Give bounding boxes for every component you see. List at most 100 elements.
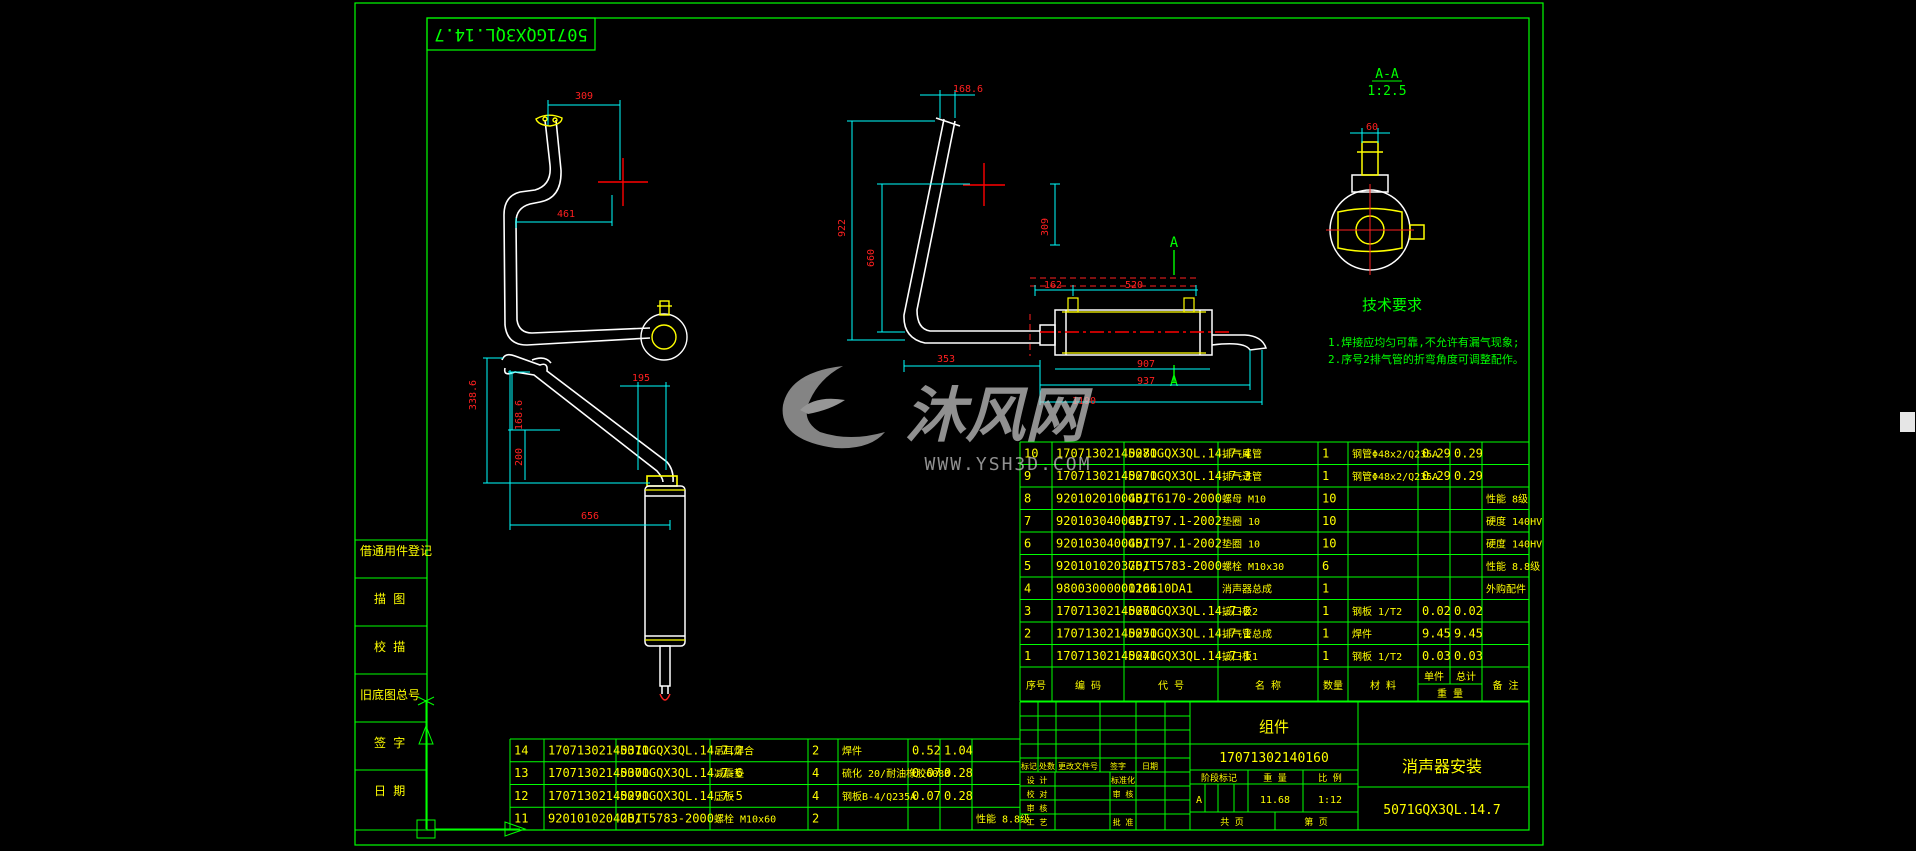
bom-cell-no: 5 <box>1024 559 1031 573</box>
dim-922: 922 <box>837 219 848 237</box>
stamp-label: 描 图 <box>374 592 405 606</box>
stamp-label: 校 描 <box>374 639 405 654</box>
bom-cell-name: 排气进管 <box>1222 470 1262 483</box>
bom-cell-remark: 硬度 140HV <box>1486 537 1542 550</box>
dim-520: 520 <box>1125 280 1143 291</box>
bom-cell-no: 2 <box>1024 626 1031 640</box>
bom-cell-code: 17071302140300 <box>548 766 649 780</box>
bom-cell-total: 1.04 <box>944 743 973 757</box>
bom-cell-name: 接口板1 <box>1222 650 1258 663</box>
bom-cell-qty: 1 <box>1322 604 1329 618</box>
bom-cell-no: 14 <box>514 743 528 757</box>
bom-cell-qty: 2 <box>812 812 819 826</box>
drawing-code-stamp: 5071GQX3QL.14.7 <box>434 24 588 44</box>
bom-cell-qty: 4 <box>812 789 819 803</box>
bom-cell-total: 0.29 <box>1454 446 1483 460</box>
rev-header: 日期 <box>1142 762 1158 771</box>
bom-header-name: 名 称 <box>1255 679 1281 692</box>
bom-cell-qty: 1 <box>1322 469 1329 483</box>
title-drawing-no: 5071GQX3QL.14.7 <box>1383 803 1500 818</box>
bom-cell-qty: 1 <box>1322 649 1329 663</box>
dim-937: 937 <box>1137 376 1155 387</box>
bom-cell-unit: 0.07 <box>912 789 941 803</box>
bom-cell-no: 4 <box>1024 581 1031 595</box>
bom-header-no: 序号 <box>1026 679 1046 692</box>
title-block: 组件 17071302140160 消声器安装 5071GQX3QL.14.7 … <box>1019 701 1530 831</box>
bom-cell-material: 钢板B-4/Q235A <box>842 790 916 803</box>
bom-cell-drawing: 5071GQX3QL.14.7-6 <box>620 766 743 780</box>
scrollbar-thumb[interactable] <box>1900 412 1915 432</box>
bom-cell-drawing: 5071GQX3QL.14.7-4 <box>1128 446 1251 460</box>
bom-cell-name: 压板 <box>714 790 734 803</box>
bom-cell-code: 9201030400401 <box>1056 536 1150 550</box>
section-view-scale: 1:2.5 <box>1367 84 1406 99</box>
bom-header-unit: 单件 <box>1424 671 1444 683</box>
title-category: 组件 <box>1259 718 1289 736</box>
bom-cell-drawing: GB/T97.1-2002 <box>1128 514 1222 528</box>
dim-660: 660 <box>866 249 877 267</box>
bom-cell-name: 排气尾管 <box>1222 447 1262 460</box>
bom-cell-code: 17071302140310 <box>548 743 649 757</box>
bom-cell-code: 17071302140250 <box>1056 626 1157 640</box>
bom-cell-code: 9201010204201 <box>548 812 642 826</box>
dim-309: 309 <box>575 91 593 102</box>
bom-cell-material: 焊件 <box>1352 628 1372 640</box>
rev-header: 更改文件号 <box>1058 761 1098 771</box>
bom-cell-unit: 0.02 <box>1422 604 1451 618</box>
bom-cell-drawing: 5071GQX3QL.14.7-3 <box>1128 469 1251 483</box>
watermark: 沐风网 WWW.YSH3D.COM <box>782 366 1093 475</box>
bom-cell-no: 11 <box>514 812 528 826</box>
bom-cell-name: 螺栓 M10x30 <box>1222 560 1284 573</box>
bom-cell-material: 钢板 1/T2 <box>1352 650 1402 663</box>
bom-cell-qty: 10 <box>1322 491 1336 505</box>
bom-cell-qty: 10 <box>1322 536 1336 550</box>
vertical-scrollbar[interactable] <box>1899 0 1916 847</box>
bom-cell-drawing: 5071GQX3QL.14.7-5 <box>620 789 743 803</box>
stamp-label: 签 字 <box>374 735 405 750</box>
bom-cell-code: 17071302140280 <box>1056 446 1157 460</box>
bom-cell-qty: 1 <box>1322 581 1329 595</box>
pipe-view-bottom-left: 195 338.6 168.6 200 656 <box>468 353 686 701</box>
bom-cell-code: 17071302140240 <box>1056 649 1157 663</box>
bom-cell-drawing: 5071GQX3QL.14.7.2 <box>620 743 743 757</box>
bom-cell-code: 98003000000166 <box>1056 581 1157 595</box>
left-stamp-column <box>354 539 527 839</box>
bom-cell-qty: 1 <box>1322 446 1329 460</box>
title-part-name: 消声器安装 <box>1402 757 1482 776</box>
bom-cell-unit: 0.29 <box>1422 446 1451 460</box>
sign-label: 工 艺 <box>1027 818 1048 827</box>
bom-cell-no: 9 <box>1024 469 1031 483</box>
watermark-brand: 沐风网 <box>905 381 1093 451</box>
bom-cell-drawing: GB/T5783-2000 <box>1128 559 1222 573</box>
bom-cell-name: 接口板2 <box>1222 605 1258 618</box>
sign-label: 设 计 <box>1027 775 1048 785</box>
sign-label: 批 准 <box>1113 817 1134 827</box>
bom-cell-drawing: GB/T6170-2000 <box>1128 491 1222 505</box>
bom-cell-no: 8 <box>1024 491 1031 505</box>
dim-309: 309 <box>1040 218 1051 236</box>
bom-cell-code: 9201010203701 <box>1056 559 1150 573</box>
dim-162: 162 <box>1044 280 1062 291</box>
bom-cell-material: 钢管Φ48x2/Q235A <box>1352 447 1438 460</box>
rev-header: 处数 <box>1039 761 1055 771</box>
section-view-title: A-A <box>1375 67 1399 82</box>
bom-cell-unit: 9.45 <box>1422 626 1451 640</box>
bom-cell-name: 螺母 M10 <box>1222 493 1266 505</box>
sheet-total: 共 页 <box>1220 817 1243 828</box>
bom-cell-total: 0.03 <box>1454 649 1483 663</box>
bom-header-drawing: 代 号 <box>1158 680 1184 692</box>
pipe-view-top-left: 309 461 <box>503 91 688 361</box>
bom-cell-name: 消声器总成 <box>1222 582 1272 595</box>
bom-cell-qty: 6 <box>1322 559 1329 573</box>
bom-cell-no: 1 <box>1024 649 1031 663</box>
bom-cell-qty: 4 <box>812 766 819 780</box>
bom-header-material: 材 料 <box>1370 679 1396 692</box>
bom-cell-name: 螺栓 M10x60 <box>714 813 776 826</box>
bom-cell-no: 7 <box>1024 514 1031 528</box>
sign-label: 校 对 <box>1027 789 1048 799</box>
bom-cell-no: 13 <box>514 766 528 780</box>
bom-cell-no: 10 <box>1024 446 1038 460</box>
